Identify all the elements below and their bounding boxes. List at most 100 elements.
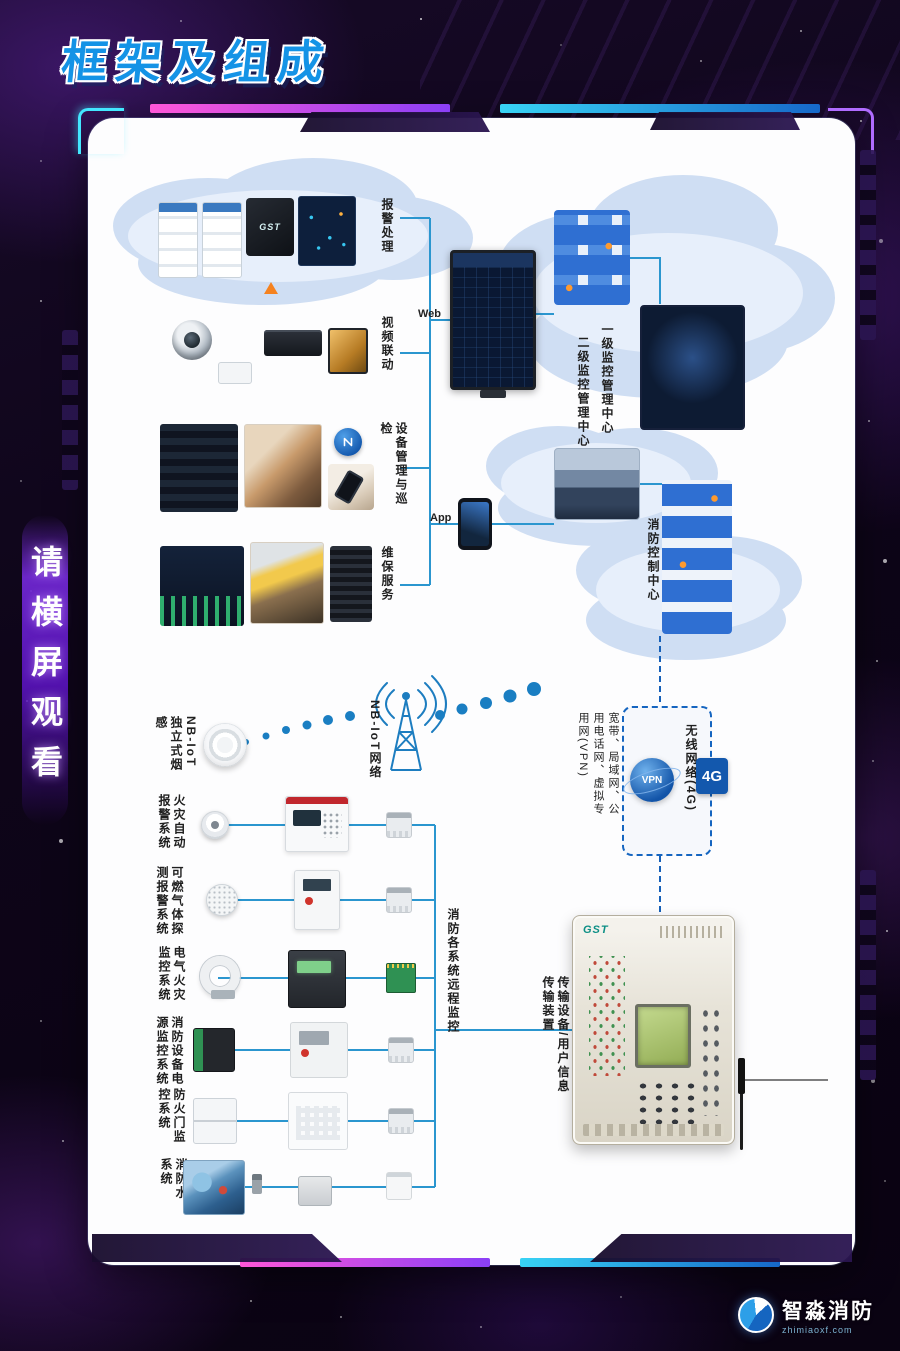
app-label: App xyxy=(430,512,452,524)
signal-waves-icon xyxy=(375,675,447,733)
deco-wedge-top1 xyxy=(300,112,490,132)
label-subsystem-power: 消防设备电源监控系统 xyxy=(155,1016,184,1086)
label-subsystem-gas: 可燃气体探测报警系统 xyxy=(155,866,184,936)
badge-4g: 4G xyxy=(696,758,728,794)
device-terminals xyxy=(583,1124,724,1136)
orientation-banner: 请横屏观看 xyxy=(22,515,68,825)
group-label-alarm: 报警处理 xyxy=(380,198,394,254)
label-level2-center: 二级监控管理中心 xyxy=(576,336,590,448)
label-level1-center: 一级监控管理中心 xyxy=(600,323,614,435)
device-vents xyxy=(660,926,724,938)
io-module xyxy=(388,1108,414,1134)
footer-text-block: 智淼消防 zhimiaoxf.com xyxy=(782,1295,874,1335)
label-subsystem-fire-alarm: 火灾自动报警系统 xyxy=(157,794,186,850)
label-bus: 消防各系统远程监控 xyxy=(446,908,460,1034)
footer-brand: 智淼消防 zhimiaoxf.com xyxy=(738,1295,874,1335)
page-title: 框架及组成 xyxy=(58,36,335,88)
hand-phone-photo xyxy=(328,464,374,510)
app-screenshot-alarm-2 xyxy=(202,202,242,278)
group-label-maintenance: 维保服务 xyxy=(380,546,394,602)
antenna-sleeve xyxy=(738,1058,745,1094)
electrical-fire-panel xyxy=(288,950,346,1008)
iot-device-cluster xyxy=(554,210,630,305)
smoke-detector-nbiot xyxy=(203,723,247,767)
current-transformer xyxy=(200,956,240,999)
gas-detector xyxy=(206,884,238,916)
panel-lcd xyxy=(293,810,321,826)
power-monitor-unit xyxy=(193,1028,235,1072)
footer-name: 智淼消防 xyxy=(782,1300,874,1323)
device-buttons xyxy=(700,1006,722,1116)
server-rack xyxy=(330,546,372,622)
deco-corner-tl xyxy=(78,108,124,154)
label-fire-control-center: 消防控制中心 xyxy=(646,518,660,602)
panel-led xyxy=(301,1049,309,1057)
deco-bar-bottom-left xyxy=(240,1258,490,1267)
deco-corner-tr xyxy=(828,108,874,154)
device-lcd xyxy=(635,1004,691,1068)
water-module xyxy=(298,1176,332,1206)
deco-wedge-top2 xyxy=(650,112,800,130)
vpn-globe-icon: VPN xyxy=(630,758,674,802)
label-subsystem-electrical: 电气火灾监控系统 xyxy=(157,946,186,1002)
io-module xyxy=(386,887,412,913)
controller-stack xyxy=(662,480,732,634)
nvr-device xyxy=(264,330,322,356)
phone-screen xyxy=(461,502,489,546)
monitor-center-screen xyxy=(640,305,745,430)
label-transmission: 传输设备/用户信息传输装置 xyxy=(541,976,570,1094)
web-monitor xyxy=(450,250,536,390)
map-screen xyxy=(298,196,356,266)
maintenance-photo xyxy=(250,542,324,624)
deco-wedge-bottom1 xyxy=(92,1234,342,1262)
wireless-dots xyxy=(243,682,541,745)
panel-lcd xyxy=(303,879,331,891)
small-device xyxy=(218,362,252,384)
camera-icon xyxy=(172,320,212,360)
io-module xyxy=(386,812,412,838)
inspection-photo xyxy=(244,424,322,508)
brand-logo: GST xyxy=(583,924,609,936)
maintenance-dashboard xyxy=(160,546,244,626)
door-monitor-unit xyxy=(193,1098,237,1144)
device-list-screen xyxy=(160,424,238,512)
pcb-module xyxy=(386,963,416,993)
antenna xyxy=(740,1058,743,1150)
up-arrow-icon xyxy=(264,282,278,294)
brand-text: GST xyxy=(259,222,281,232)
gateway-device: GST xyxy=(246,198,294,256)
gas-alarm-panel xyxy=(294,870,340,930)
device-keypad xyxy=(633,1078,697,1124)
control-room-photo xyxy=(554,448,640,520)
deco-bar-top-right xyxy=(500,104,820,113)
group-label-inspection: 设备管理与巡检 xyxy=(379,422,408,506)
panel-led xyxy=(305,897,313,905)
footer-site: zhimiaoxf.com xyxy=(782,1325,853,1335)
pump-room-photo xyxy=(183,1160,245,1215)
ct-base xyxy=(211,990,235,999)
label-subsystem-nbiot-smoke: NB-IoT独立式烟感 xyxy=(154,716,198,772)
deco-slats-left xyxy=(62,330,78,490)
app-phone xyxy=(458,498,492,550)
label-network-links: 宽带、局域网、公用电话网、虚拟专用网(VPN) xyxy=(577,712,619,816)
panel-lcd xyxy=(297,961,331,973)
app-screenshot-alarm-1 xyxy=(158,202,198,278)
power-monitor-panel xyxy=(290,1022,348,1078)
video-wall xyxy=(328,328,368,374)
pressure-sensor xyxy=(252,1174,262,1194)
transmission-device: GST xyxy=(572,915,735,1145)
panel-lcd xyxy=(299,1031,329,1045)
io-module xyxy=(388,1037,414,1063)
smoke-detector xyxy=(201,811,229,839)
label-subsystem-fire-door: 防火门监控系统 xyxy=(157,1088,186,1144)
panel-red-strip xyxy=(286,797,348,804)
fire-alarm-panel xyxy=(285,796,349,852)
monitor-stand xyxy=(480,390,506,398)
deco-slats-right2 xyxy=(860,870,876,1080)
nbiot-antenna-icon xyxy=(390,692,422,771)
deco-bar-top-left xyxy=(150,104,450,113)
door-monitor-panel xyxy=(288,1092,348,1150)
label-nbiot-network: NB-IoT网络 xyxy=(368,700,382,780)
mini-phone xyxy=(333,469,365,505)
group-label-video: 视频联动 xyxy=(380,316,394,372)
